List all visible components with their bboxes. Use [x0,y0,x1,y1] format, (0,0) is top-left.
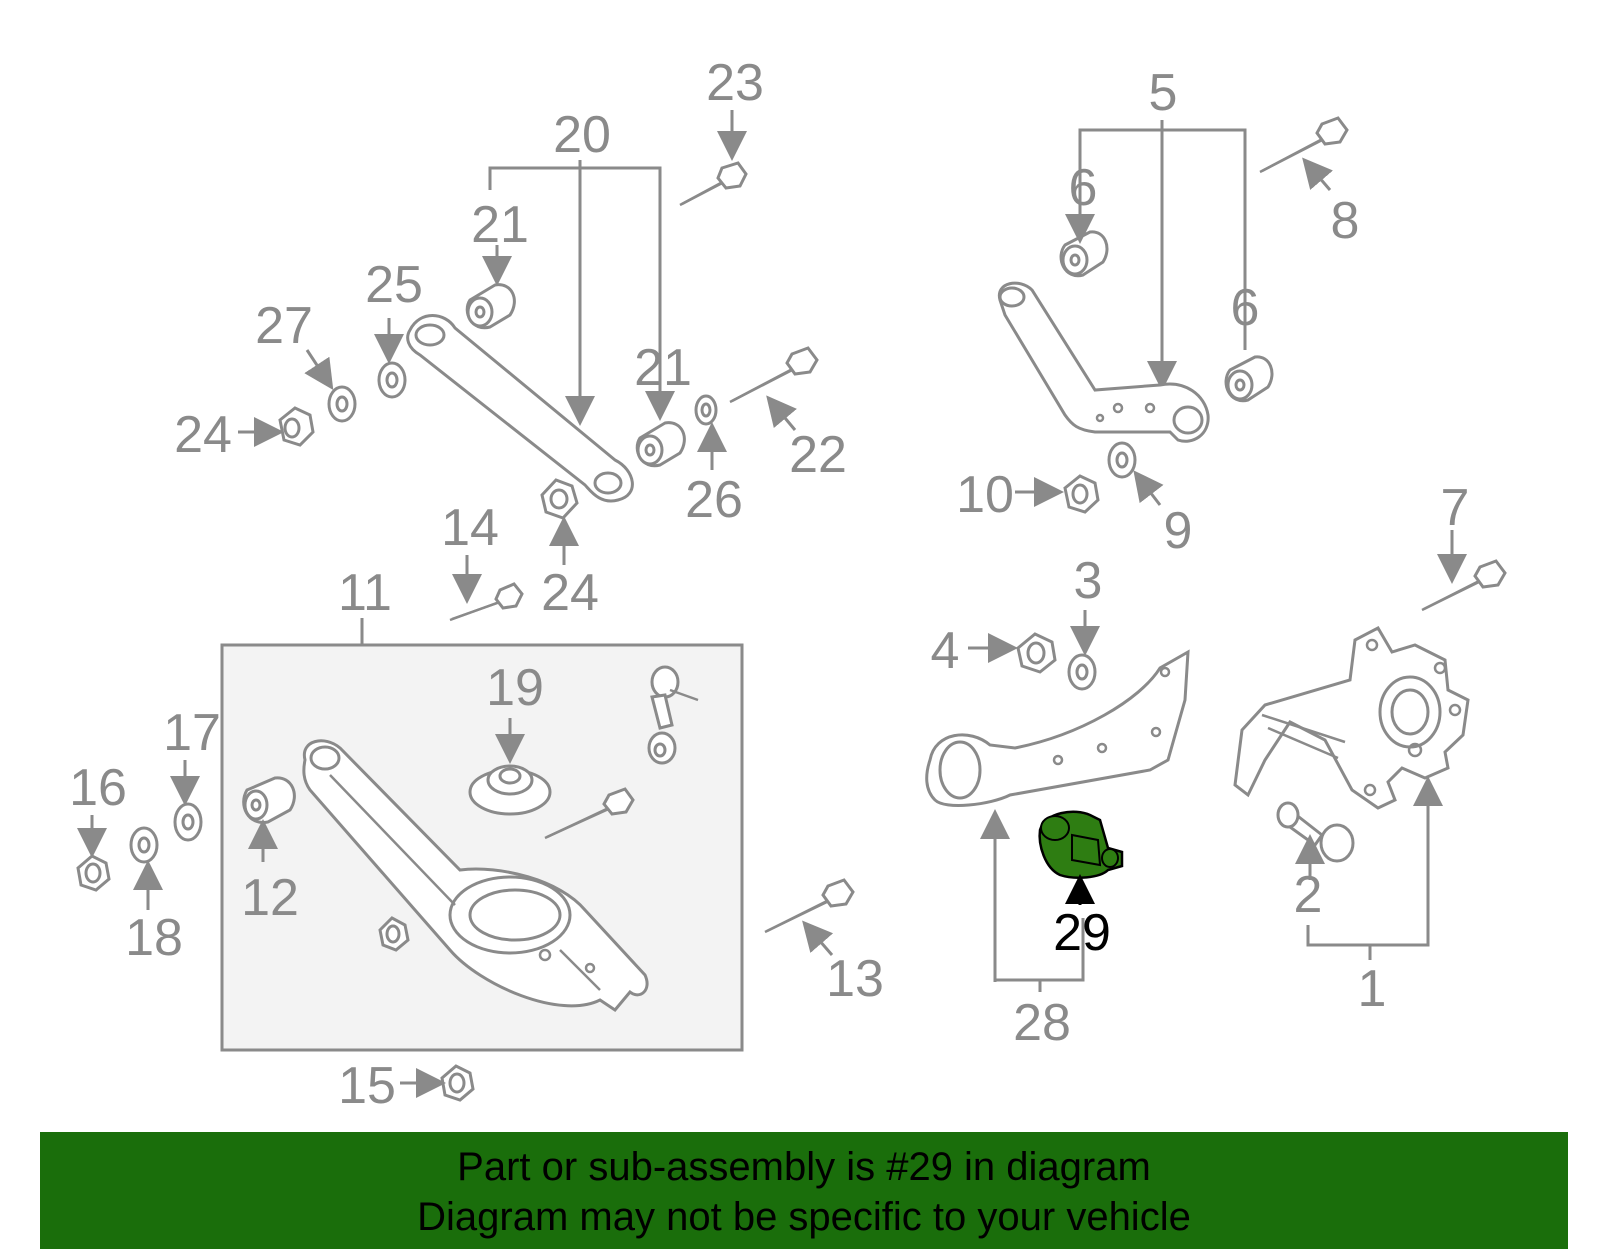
callout-14[interactable]: 14 [441,499,499,557]
callout-11[interactable]: 11 [338,564,392,622]
bolt-22[interactable] [729,346,819,404]
spring-seat-19[interactable] [468,764,552,816]
callout-2[interactable]: 2 [1294,866,1323,924]
knuckle[interactable] [1233,626,1470,810]
callout-21-lower[interactable]: 21 [634,339,692,397]
bushing-6-lower[interactable] [1224,355,1274,403]
nut-4[interactable] [1016,632,1057,674]
stabilizer-link[interactable] [647,665,699,765]
bushing-21-lower[interactable] [635,421,686,468]
lower-arm-group: 14 11 12 19 [220,499,884,1115]
bolt-8[interactable] [1259,116,1349,174]
lateral-arm-group: 20 21 21 23 [174,54,847,622]
washer-18[interactable] [129,826,159,864]
nut-15[interactable] [440,1064,475,1102]
bushing-21-upper[interactable] [465,283,516,330]
bolt-14[interactable] [449,582,524,622]
callout-25[interactable]: 25 [365,256,423,314]
callout-22[interactable]: 22 [789,426,847,484]
nut-10[interactable] [1063,474,1100,514]
callout-18[interactable]: 18 [125,909,183,967]
callout-19[interactable]: 19 [486,659,544,717]
trailing-arm-group: 4 3 29 28 [925,552,1190,1052]
callout-23[interactable]: 23 [706,54,764,112]
callout-24-lower[interactable]: 24 [541,564,599,622]
callout-5[interactable]: 5 [1149,64,1178,122]
bolt-13[interactable] [764,878,855,934]
lower-control-arm[interactable] [302,739,649,1012]
info-banner: Part or sub-assembly is #29 in diagram D… [40,1132,1568,1249]
bushing-12[interactable] [242,776,296,824]
callout-24-left[interactable]: 24 [174,406,232,464]
washer-3[interactable] [1067,653,1097,691]
callout-1[interactable]: 1 [1358,960,1387,1018]
callout-26[interactable]: 26 [685,471,743,529]
callout-9[interactable]: 9 [1164,502,1193,560]
callout-8[interactable]: 8 [1331,192,1360,250]
bushing-6-upper[interactable] [1059,230,1109,278]
washer-17[interactable] [173,802,203,842]
washer-26[interactable] [694,394,718,426]
upper-arm-group: 5 6 6 8 [956,64,1359,560]
callout-28[interactable]: 28 [1013,994,1071,1052]
bolt-2[interactable] [1276,801,1355,863]
callout-16[interactable]: 16 [69,759,127,817]
callout-17[interactable]: 17 [163,704,221,762]
washer-25[interactable] [377,361,407,399]
trailing-arm-bushing-29[interactable] [1038,810,1124,879]
callout-21-upper[interactable]: 21 [471,196,529,254]
callout-4[interactable]: 4 [931,622,960,680]
bolt-7[interactable] [1421,559,1507,612]
upper-arm[interactable] [997,281,1210,443]
nut-24-lower[interactable] [540,478,579,520]
callout-15[interactable]: 15 [338,1057,396,1115]
callout-7[interactable]: 7 [1441,479,1470,537]
bolt-23[interactable] [679,161,748,207]
callout-6-upper[interactable]: 6 [1069,159,1098,217]
callout-20[interactable]: 20 [553,106,611,164]
banner-line-1: Part or sub-assembly is #29 in diagram [457,1145,1151,1189]
nut-16[interactable] [76,854,111,892]
trailing-arm[interactable] [925,649,1190,807]
left-hardware-group: 16 17 18 [69,704,221,967]
washer-27[interactable] [327,385,357,423]
nut-24-left[interactable] [278,406,315,447]
callout-12[interactable]: 12 [241,869,299,927]
callout-27[interactable]: 27 [255,297,313,355]
callout-13[interactable]: 13 [826,950,884,1008]
washer-9[interactable] [1107,441,1137,479]
bolt-in-box[interactable] [544,787,635,840]
parts-diagram: 20 21 21 23 [69,54,1507,1115]
nut-in-box[interactable] [378,916,410,952]
callout-3[interactable]: 3 [1074,552,1103,610]
banner-line-2: Diagram may not be specific to your vehi… [417,1195,1191,1239]
callout-6-lower[interactable]: 6 [1231,279,1260,337]
callout-10[interactable]: 10 [956,466,1014,524]
knuckle-group: 7 2 1 [1233,479,1507,1018]
lateral-arm[interactable] [406,314,634,503]
